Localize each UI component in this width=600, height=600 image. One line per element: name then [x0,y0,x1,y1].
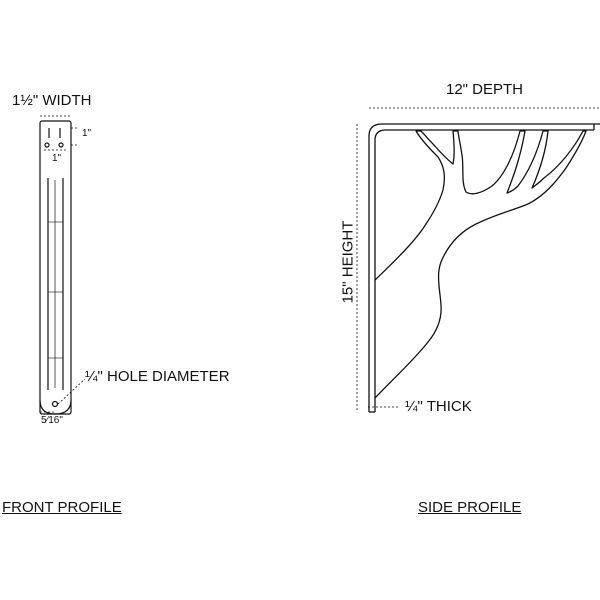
front-dimensions [40,115,86,413]
front-profile-view [39,120,72,415]
width-label: 1½" WIDTH [12,92,92,109]
front-bracket-bottom-round [39,399,72,415]
front-bracket-outline [39,120,72,415]
height-label: 15" HEIGHT [339,220,357,304]
side-profile-title: SIDE PROFILE [418,499,522,516]
edge-top-label: 1" [82,128,92,139]
side-profile-view [368,123,600,413]
hole-offset-label: 5⁄16" [41,415,63,426]
side-dimensions [356,107,600,412]
top-hole-left [44,142,50,148]
bracket-frame-inner [374,129,594,412]
top-hole-right [58,142,64,148]
thick-label: ¼" THICK [405,398,472,415]
bottom-hole [51,400,59,408]
edge-side-label: 1" [52,153,62,164]
bracket-frame-outer [368,123,600,412]
tree-silhouette [374,130,587,399]
front-profile-title: FRONT PROFILE [2,499,122,516]
hole-diameter-label: ¼" HOLE DIAMETER [85,368,230,385]
depth-label: 12" DEPTH [446,81,524,98]
